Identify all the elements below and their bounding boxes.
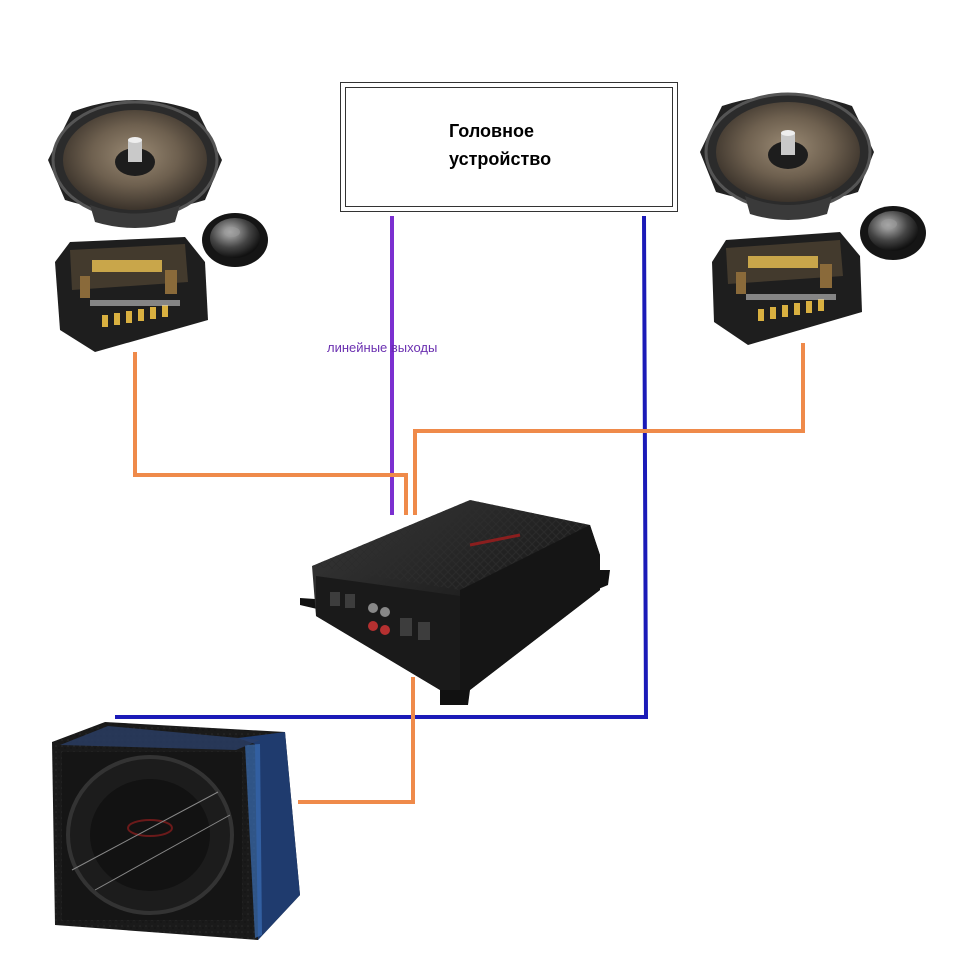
right-woofer xyxy=(700,92,874,220)
left-crossover xyxy=(55,237,208,352)
head-unit: Головное устройство xyxy=(340,82,678,212)
left-speaker-wire xyxy=(133,352,408,515)
amplifier-terminals xyxy=(330,592,430,640)
right-tweeter xyxy=(860,206,926,260)
left-speaker-set xyxy=(48,100,268,352)
remote-wire xyxy=(115,215,649,719)
line-outputs-label: линейные выходы xyxy=(327,340,438,355)
subwoofer-wire xyxy=(298,677,415,804)
right-speaker-wire xyxy=(413,343,805,515)
left-woofer xyxy=(48,100,222,228)
left-tweeter xyxy=(202,213,268,267)
head-unit-frame xyxy=(345,87,673,207)
head-unit-label: Головное устройство xyxy=(449,121,552,169)
wires xyxy=(115,215,805,804)
right-crossover xyxy=(712,232,862,345)
amplifier xyxy=(300,500,610,705)
right-speaker-set xyxy=(700,92,926,345)
subwoofer xyxy=(52,722,300,940)
